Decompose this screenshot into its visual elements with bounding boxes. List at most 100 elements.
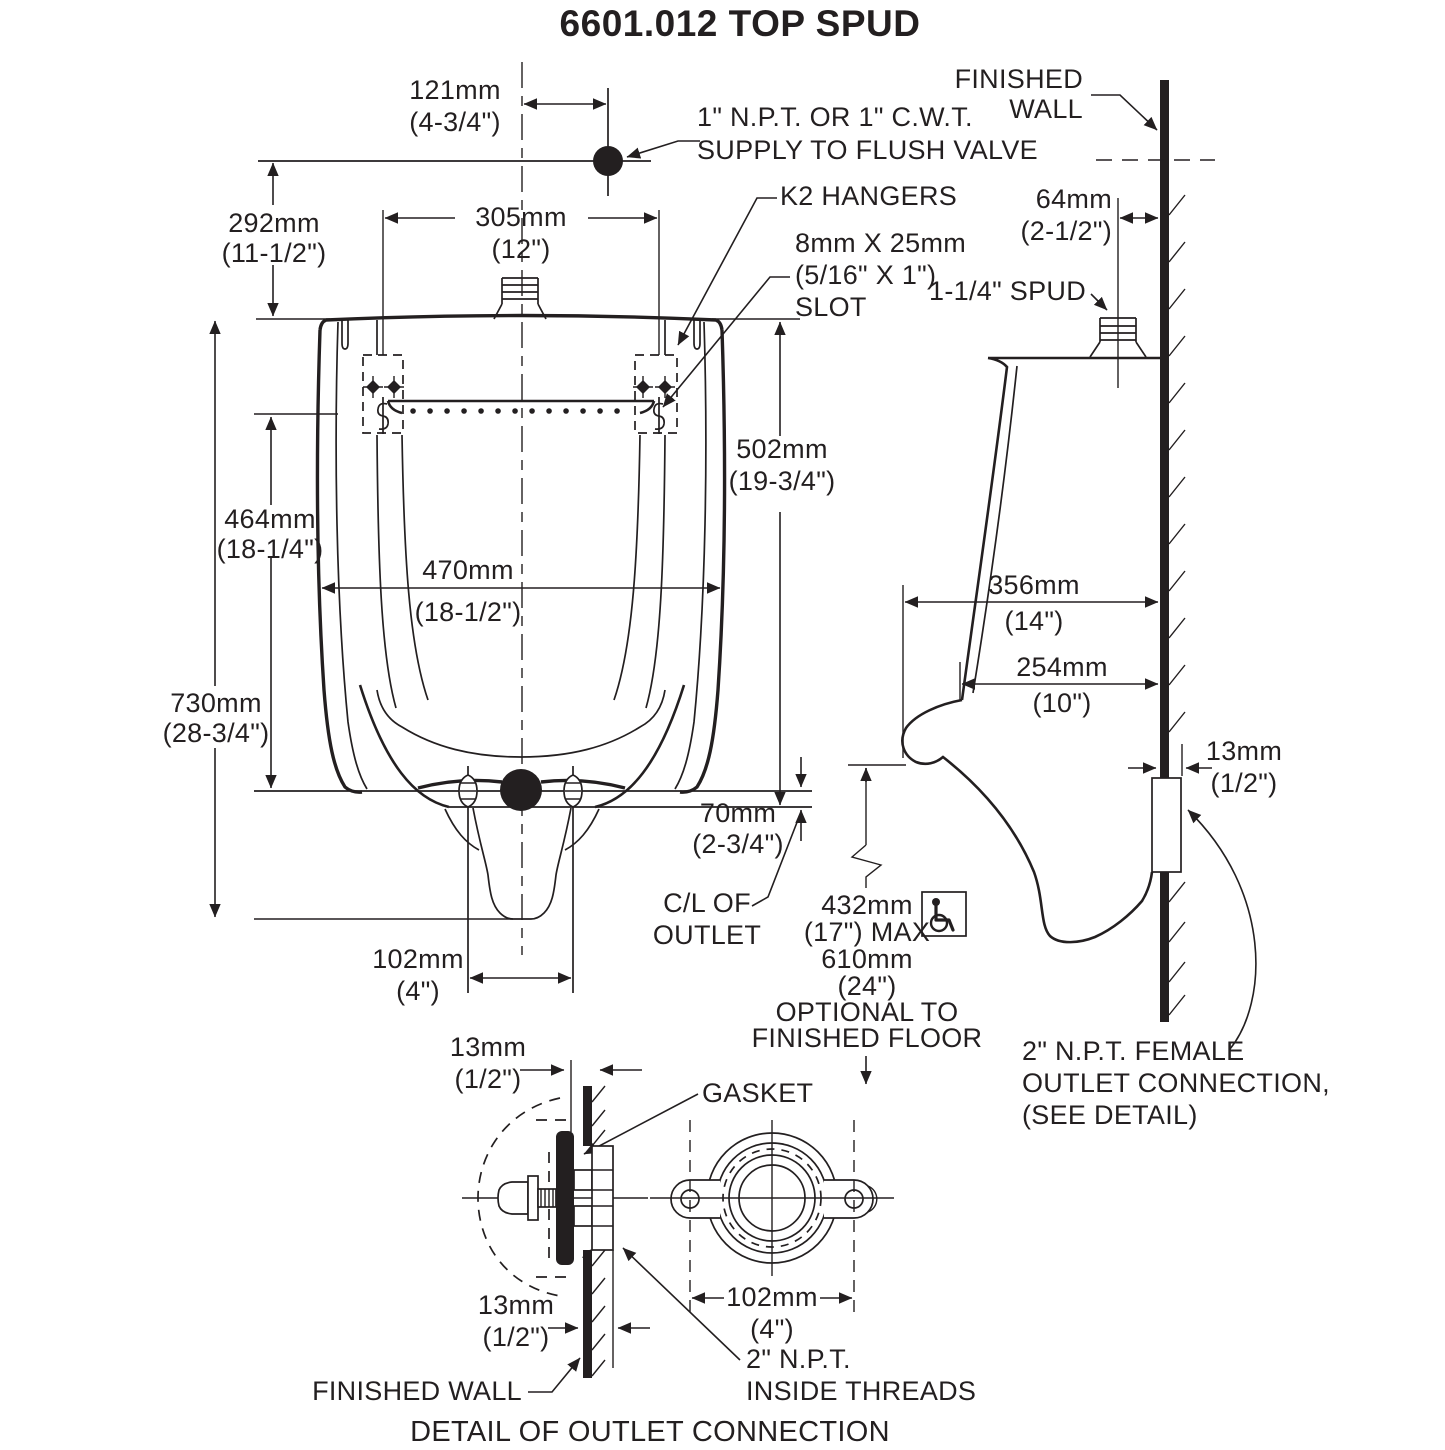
outlet-bolt-threads (460, 782, 581, 800)
floor-note-6: FINISHED FLOOR (752, 1023, 983, 1053)
top-spud-side (1089, 317, 1147, 358)
floor-note-1: 432mm (821, 890, 913, 920)
dim-356-in: (14") (1004, 606, 1063, 636)
outlet-opening (500, 769, 542, 811)
slot-leader (662, 276, 790, 408)
dim-254-mm: 254mm (1016, 652, 1108, 682)
bolt-threads (540, 1189, 554, 1207)
finished-wall-leader (1091, 94, 1158, 131)
dim-13-side-mm: 13mm (1206, 736, 1282, 766)
dim-13-side-in: (1/2") (1211, 768, 1278, 798)
trap-funnel (472, 807, 572, 920)
dim-64-mm: 64mm (1036, 184, 1112, 214)
detail-13-bot-in: (1/2") (483, 1322, 550, 1352)
supply-point (593, 146, 623, 176)
outlet-note-leader (1187, 809, 1257, 1050)
floor-height-note: 432mm (17") MAX 610mm (24") OPTIONAL TO … (752, 767, 983, 1085)
side-inner-edge (972, 365, 1018, 694)
hanger-bolts (363, 376, 675, 398)
dim-102-in: (4") (396, 976, 440, 1006)
supply-label-1: 1" N.P.T. OR 1" C.W.T. (697, 102, 973, 132)
detail-13-top-in: (1/2") (455, 1064, 522, 1094)
spud-label: 1-1/4" SPUD (929, 276, 1086, 306)
urinal-top-edge (318, 313, 724, 331)
outlet-wings (417, 778, 626, 790)
outlet-bolts (458, 774, 583, 808)
dim-70-in: (2-3/4") (692, 829, 784, 859)
floor-break-line (850, 768, 883, 888)
accessibility-icon (921, 891, 967, 937)
detail-wall-hatching (591, 1085, 606, 1377)
floor-note-4: (24") (837, 971, 896, 1001)
side-view: FINISHED WALL 64mm (2-1/2") 1-1/4" SPUD … (848, 64, 1330, 1130)
wall-hatching (1168, 194, 1186, 1016)
front-view: 121mm (4-3/4") 1" N.P.T. OR 1" C.W.T. SU… (163, 62, 1038, 1006)
dim-102-flange-ext (689, 1120, 855, 1312)
dim-464-in: (18-1/4") (217, 534, 324, 564)
phantom-inner-lines (536, 1119, 566, 1278)
dim-121-mm: 121mm (409, 75, 501, 105)
rim-pockets (341, 320, 701, 350)
flange-housing (591, 1145, 614, 1251)
spud-leader (1090, 293, 1108, 311)
detail-wall-upper (583, 1086, 592, 1146)
threads-label-1: 2" N.P.T. (746, 1344, 851, 1374)
dim-292-mm: 292mm (228, 208, 320, 238)
hanger-j-hooks (377, 402, 665, 430)
page-title: 6601.012 TOP SPUD (560, 3, 921, 44)
flange-corner (582, 1249, 593, 1259)
gasket (556, 1131, 574, 1265)
threads-label-2: INSIDE THREADS (746, 1376, 976, 1406)
dim-502-in: (19-3/4") (729, 466, 836, 496)
dim-502-mm: 502mm (736, 434, 828, 464)
outlet-detail-section: 13mm (1/2") GASKET 13mm (1/2") (312, 1032, 976, 1406)
floor-note-5: OPTIONAL TO (776, 997, 959, 1027)
hanger-upper-lines (376, 320, 666, 355)
threads-leader (622, 1247, 741, 1361)
outlet-flange-view: 102mm (4") (650, 1120, 894, 1344)
spreader-bar (386, 399, 656, 415)
dim-64-in: (2-1/2") (1020, 216, 1112, 246)
dim-254-in: (10") (1032, 688, 1091, 718)
side-lip-underside (901, 698, 1154, 944)
dim-305-ext (382, 210, 660, 355)
k2-label: K2 HANGERS (780, 181, 957, 211)
dim-470-mm: 470mm (422, 555, 514, 585)
supply-leader (626, 140, 700, 159)
dim-305-in: (12") (491, 234, 550, 264)
gasket-leader (583, 1093, 699, 1155)
finished-wall-label-1: FINISHED (955, 64, 1083, 94)
dim-305-mm: 305mm (475, 202, 567, 232)
dim-121-in: (4-3/4") (409, 107, 501, 137)
k2-leader (677, 197, 777, 346)
hanger-slot-lines (382, 397, 660, 434)
detail-finished-wall-label: FINISHED WALL (312, 1376, 522, 1406)
gasket-label: GASKET (702, 1078, 813, 1108)
detail-13-bot-mm: 13mm (478, 1290, 554, 1320)
supply-label-2: SUPPLY TO FLUSH VALVE (697, 135, 1038, 165)
bolt-head (497, 1181, 529, 1215)
flange-steps (592, 1169, 613, 1227)
urinal-right-rim-line (674, 321, 707, 790)
top-spud-front (493, 277, 547, 320)
spud-hub-bottom (573, 1205, 593, 1227)
dim-356-mm: 356mm (988, 570, 1080, 600)
supply-crosshair (258, 88, 651, 196)
floor-note-2: (17") MAX (804, 917, 930, 947)
detail-finished-wall-leader (528, 1357, 581, 1393)
cl-outlet-label-2: OUTLET (653, 920, 761, 950)
outlet-note-3: (SEE DETAIL) (1022, 1100, 1198, 1130)
cl-outlet-label-1: C/L OF (663, 888, 751, 918)
outlet-note-2: OUTLET CONNECTION, (1022, 1068, 1330, 1098)
side-wall-upper (1160, 80, 1169, 778)
bowl-side-lines (376, 434, 666, 709)
flange-ear-arc-detail (867, 1185, 878, 1213)
trap-outer-curves (444, 808, 600, 851)
dim-102-mm: 102mm (372, 944, 464, 974)
spud-hub-top (573, 1169, 593, 1191)
side-deck-front-edge (960, 356, 1160, 701)
dim-464-mm: 464mm (224, 504, 316, 534)
front-rim-shield (358, 684, 686, 809)
